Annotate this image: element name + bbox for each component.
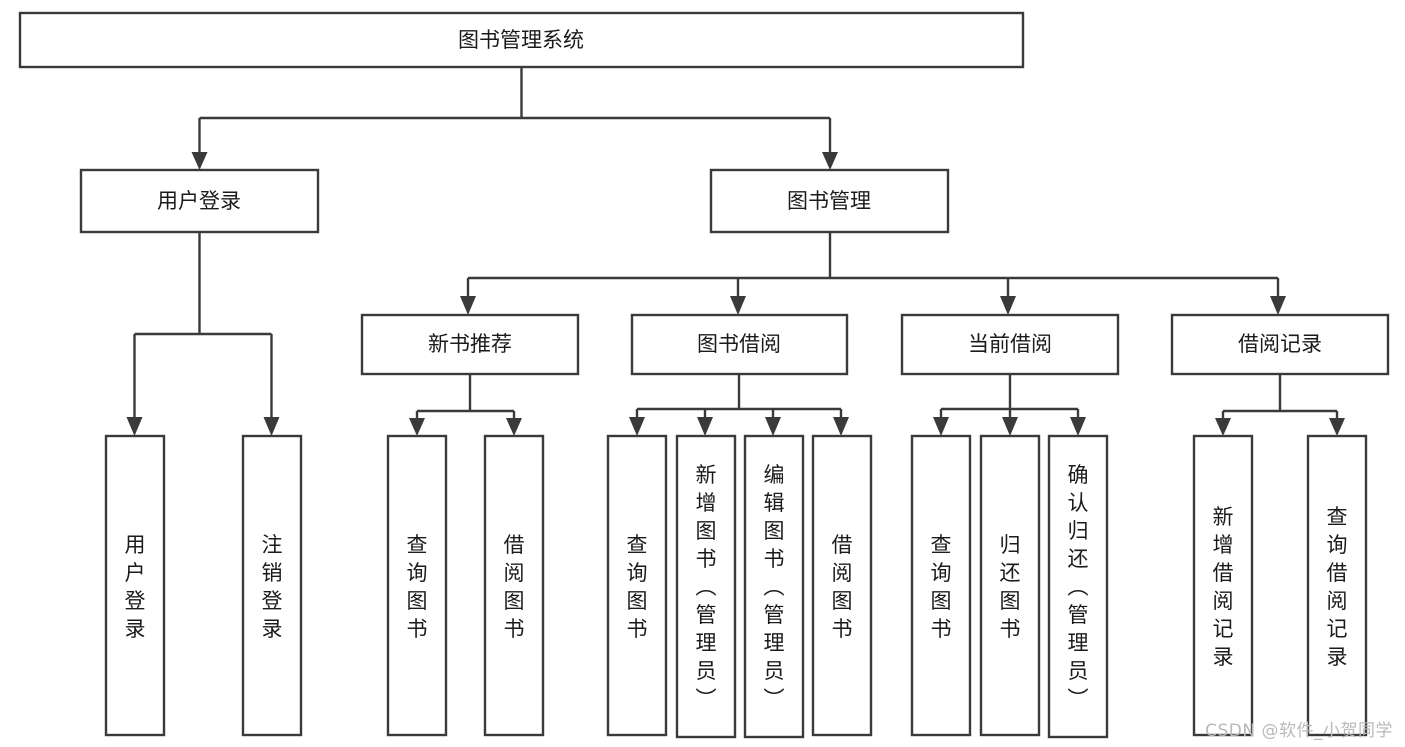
arrowhead-leaf-user-login bbox=[126, 417, 143, 436]
node-borrow-record-box[interactable] bbox=[1170, 313, 1390, 376]
node-borrow-record-label: 借阅记录 bbox=[1238, 332, 1322, 356]
leaf-return-book-label: 归还图书 bbox=[1000, 533, 1021, 641]
leaf-add-book[interactable]: 新增图书︵管理员︶ bbox=[675, 434, 737, 739]
leaf-user-login-box[interactable] bbox=[104, 434, 166, 737]
leaf-borrow-book-2[interactable]: 借阅图书 bbox=[811, 434, 873, 737]
arrowhead-leaf-confirm-return bbox=[1070, 417, 1086, 436]
leaf-query-record-box[interactable] bbox=[1306, 434, 1368, 737]
leaf-query-book-1-box[interactable] bbox=[386, 434, 448, 737]
node-book-borrow[interactable]: 图书借阅 bbox=[630, 313, 849, 376]
node-root-box[interactable] bbox=[18, 11, 1025, 69]
csdn-watermark: CSDN @软件_小贺同学 bbox=[1205, 721, 1393, 741]
arrowhead-book-borrow bbox=[730, 296, 746, 315]
arrowhead-leaf-edit-book bbox=[765, 417, 781, 436]
arrowhead-leaf-logout bbox=[263, 417, 280, 436]
arrowhead-leaf-query-book-2 bbox=[629, 417, 645, 436]
node-user-login-label: 用户登录 bbox=[157, 189, 241, 213]
leaf-add-book-box[interactable] bbox=[675, 434, 737, 739]
leaf-confirm-return-label: 确认归还︵管理员︶ bbox=[1068, 463, 1089, 711]
leaf-return-book-box[interactable] bbox=[979, 434, 1041, 737]
arrowhead-leaf-borrow-book-2 bbox=[833, 417, 849, 436]
leaf-query-book-2-label: 查询图书 bbox=[627, 533, 648, 641]
arrowhead-book-manage bbox=[822, 152, 838, 170]
arrowhead-leaf-query-record bbox=[1329, 418, 1345, 436]
node-user-login-box[interactable] bbox=[79, 168, 320, 234]
arrowhead-borrow-record bbox=[1270, 296, 1286, 315]
leaf-add-record-box[interactable] bbox=[1192, 434, 1254, 737]
node-book-borrow-label: 图书借阅 bbox=[697, 332, 781, 356]
node-book-manage[interactable]: 图书管理 bbox=[709, 168, 950, 234]
leaf-user-login[interactable]: 用户登录 bbox=[104, 434, 166, 737]
arrowhead-leaf-add-record bbox=[1215, 418, 1231, 436]
arrowhead-leaf-query-book-3 bbox=[933, 417, 949, 436]
node-book-manage-label: 图书管理 bbox=[787, 189, 871, 213]
arrowhead-current-borrow bbox=[1000, 296, 1016, 315]
node-current-borrow[interactable]: 当前借阅 bbox=[900, 313, 1120, 376]
node-current-borrow-label: 当前借阅 bbox=[968, 332, 1052, 356]
node-current-borrow-box[interactable] bbox=[900, 313, 1120, 376]
node-new-book-rec-label: 新书推荐 bbox=[428, 332, 512, 356]
leaf-query-book-3-box[interactable] bbox=[910, 434, 972, 737]
node-new-book-rec[interactable]: 新书推荐 bbox=[360, 313, 580, 376]
node-root[interactable]: 图书管理系统 bbox=[18, 11, 1025, 69]
leaf-edit-book-label: 编辑图书︵管理员︶ bbox=[764, 463, 785, 711]
arrowhead-leaf-borrow-book-1 bbox=[506, 418, 522, 436]
node-book-manage-box[interactable] bbox=[709, 168, 950, 234]
node-root-label: 图书管理系统 bbox=[458, 28, 584, 52]
leaf-query-record[interactable]: 查询借阅记录 bbox=[1306, 434, 1368, 737]
leaf-query-book-1[interactable]: 查询图书 bbox=[386, 434, 448, 737]
leaf-query-book-3-label: 查询图书 bbox=[931, 533, 952, 641]
leaf-query-record-label: 查询借阅记录 bbox=[1327, 505, 1348, 669]
leaf-logout[interactable]: 注销登录 bbox=[241, 434, 303, 737]
node-new-book-rec-box[interactable] bbox=[360, 313, 580, 376]
leaf-query-book-1-label: 查询图书 bbox=[407, 533, 428, 641]
arrowhead-new-book-rec bbox=[460, 296, 476, 315]
leaf-logout-label: 注销登录 bbox=[262, 533, 283, 641]
leaf-query-book-3[interactable]: 查询图书 bbox=[910, 434, 972, 737]
leaf-borrow-book-1-box[interactable] bbox=[483, 434, 545, 737]
leaf-return-book[interactable]: 归还图书 bbox=[979, 434, 1041, 737]
leaf-user-login-label: 用户登录 bbox=[125, 533, 146, 641]
leaf-confirm-return[interactable]: 确认归还︵管理员︶ bbox=[1047, 434, 1109, 739]
leaf-edit-book[interactable]: 编辑图书︵管理员︶ bbox=[743, 434, 805, 739]
leaf-borrow-book-2-box[interactable] bbox=[811, 434, 873, 737]
leaf-logout-box[interactable] bbox=[241, 434, 303, 737]
leaf-borrow-book-2-label: 借阅图书 bbox=[832, 533, 853, 641]
arrowhead-leaf-query-book-1 bbox=[409, 418, 425, 436]
leaf-query-book-2-box[interactable] bbox=[606, 434, 668, 737]
arrowhead-user-login bbox=[191, 152, 208, 170]
leaf-confirm-return-box[interactable] bbox=[1047, 434, 1109, 739]
leaf-query-book-2[interactable]: 查询图书 bbox=[606, 434, 668, 737]
leaf-edit-book-box[interactable] bbox=[743, 434, 805, 739]
node-book-borrow-box[interactable] bbox=[630, 313, 849, 376]
leaf-borrow-book-1-label: 借阅图书 bbox=[504, 533, 525, 641]
leaf-add-book-label: 新增图书︵管理员︶ bbox=[696, 463, 717, 711]
node-user-login[interactable]: 用户登录 bbox=[79, 168, 320, 234]
arrowhead-leaf-add-book bbox=[697, 417, 713, 436]
leaf-add-record[interactable]: 新增借阅记录 bbox=[1192, 434, 1254, 737]
node-borrow-record[interactable]: 借阅记录 bbox=[1170, 313, 1390, 376]
arrowhead-leaf-return-book bbox=[1002, 417, 1018, 436]
leaf-borrow-book-1[interactable]: 借阅图书 bbox=[483, 434, 545, 737]
leaf-add-record-label: 新增借阅记录 bbox=[1213, 505, 1234, 669]
connector-layer bbox=[126, 67, 1345, 436]
